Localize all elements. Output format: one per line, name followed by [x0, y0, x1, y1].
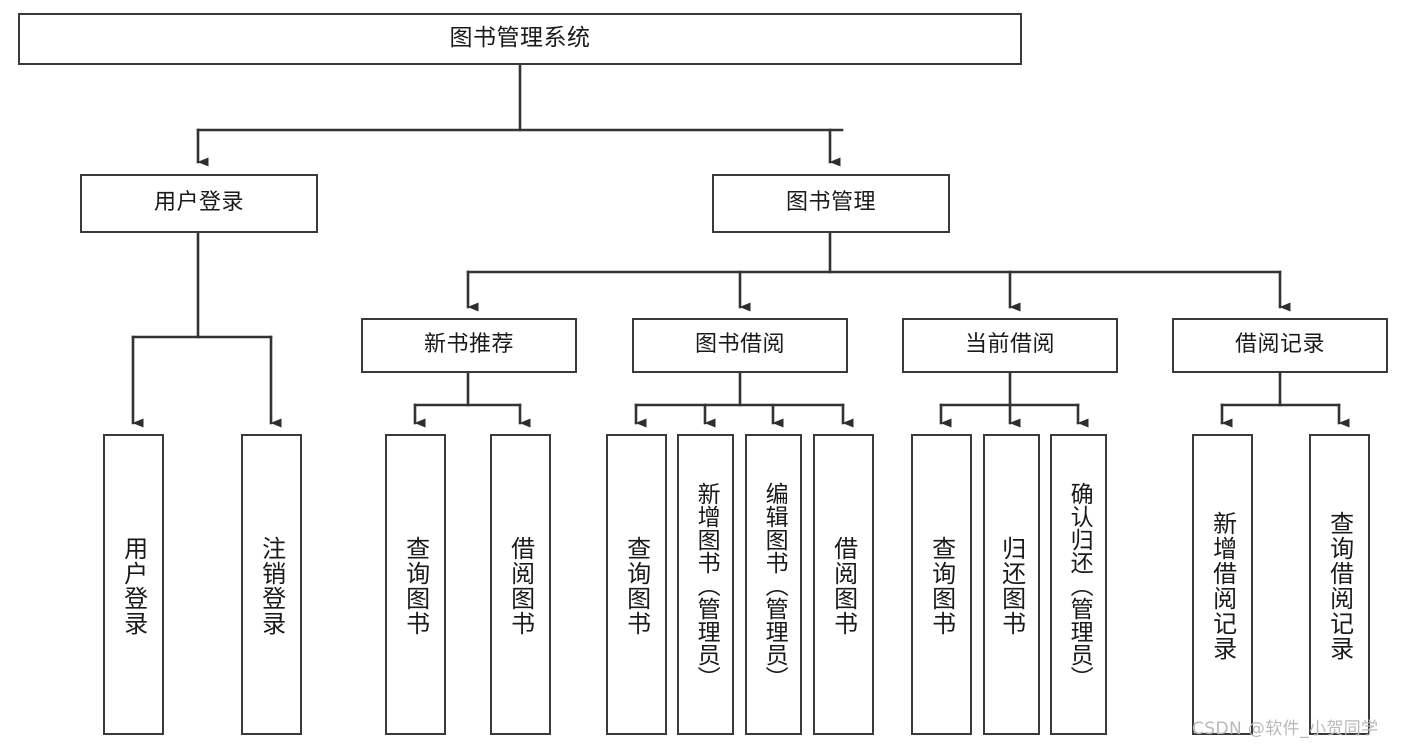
node-borrow-record[interactable]: 借阅记录: [1172, 318, 1388, 373]
leaf-label: 查询借阅记录: [1325, 510, 1354, 661]
leaf-user-login[interactable]: 用户登录: [103, 434, 164, 735]
leaf-logout[interactable]: 注销登录: [241, 434, 302, 735]
leaf-label: 借阅图书: [829, 535, 858, 636]
leaf-label: 注销登录: [257, 535, 286, 636]
leaf-label: 归还图书: [997, 535, 1026, 636]
leaf-label: 用户登录: [119, 535, 148, 636]
leaf-newbook-borrow-book[interactable]: 借阅图书: [490, 434, 551, 735]
leaf-label: 确认归还（管理员）: [1066, 482, 1093, 689]
leaf-label: 新增借阅记录: [1208, 510, 1237, 661]
node-current-borrow[interactable]: 当前借阅: [902, 318, 1118, 373]
node-book-borrow[interactable]: 图书借阅: [632, 318, 848, 373]
node-new-book-recommend[interactable]: 新书推荐: [361, 318, 577, 373]
csdn-watermark: CSDN @软件_小贺同学: [1192, 719, 1379, 739]
node-root-system[interactable]: 图书管理系统: [18, 13, 1022, 65]
leaf-label: 新增图书（管理员）: [693, 482, 720, 689]
leaf-borrow-query-book[interactable]: 查询图书: [606, 434, 667, 735]
leaf-label: 查询图书: [401, 535, 430, 636]
leaf-record-query-record[interactable]: 查询借阅记录: [1309, 434, 1370, 735]
leaf-borrow-borrow-book[interactable]: 借阅图书: [813, 434, 874, 735]
node-label: 新书推荐: [423, 332, 514, 358]
leaf-newbook-query-book[interactable]: 查询图书: [385, 434, 446, 735]
leaf-current-return-book[interactable]: 归还图书: [983, 434, 1040, 735]
node-label: 图书管理系统: [449, 25, 591, 52]
node-label: 借阅记录: [1234, 332, 1325, 358]
node-label: 用户登录: [153, 190, 244, 216]
node-book-management[interactable]: 图书管理: [712, 174, 950, 233]
leaf-borrow-edit-book[interactable]: 编辑图书（管理员）: [745, 434, 802, 735]
leaf-label: 查询图书: [622, 535, 651, 636]
leaf-borrow-add-book[interactable]: 新增图书（管理员）: [677, 434, 734, 735]
leaf-label: 查询图书: [927, 535, 956, 636]
node-label: 当前借阅: [964, 332, 1055, 358]
leaf-current-confirm-return[interactable]: 确认归还（管理员）: [1050, 434, 1107, 735]
leaf-label: 编辑图书（管理员）: [761, 482, 788, 689]
node-user-login[interactable]: 用户登录: [80, 174, 318, 233]
leaf-record-add-record[interactable]: 新增借阅记录: [1192, 434, 1253, 735]
node-label: 图书管理: [785, 190, 876, 216]
leaf-current-query-book[interactable]: 查询图书: [911, 434, 972, 735]
node-label: 图书借阅: [694, 332, 785, 358]
leaf-label: 借阅图书: [506, 535, 535, 636]
